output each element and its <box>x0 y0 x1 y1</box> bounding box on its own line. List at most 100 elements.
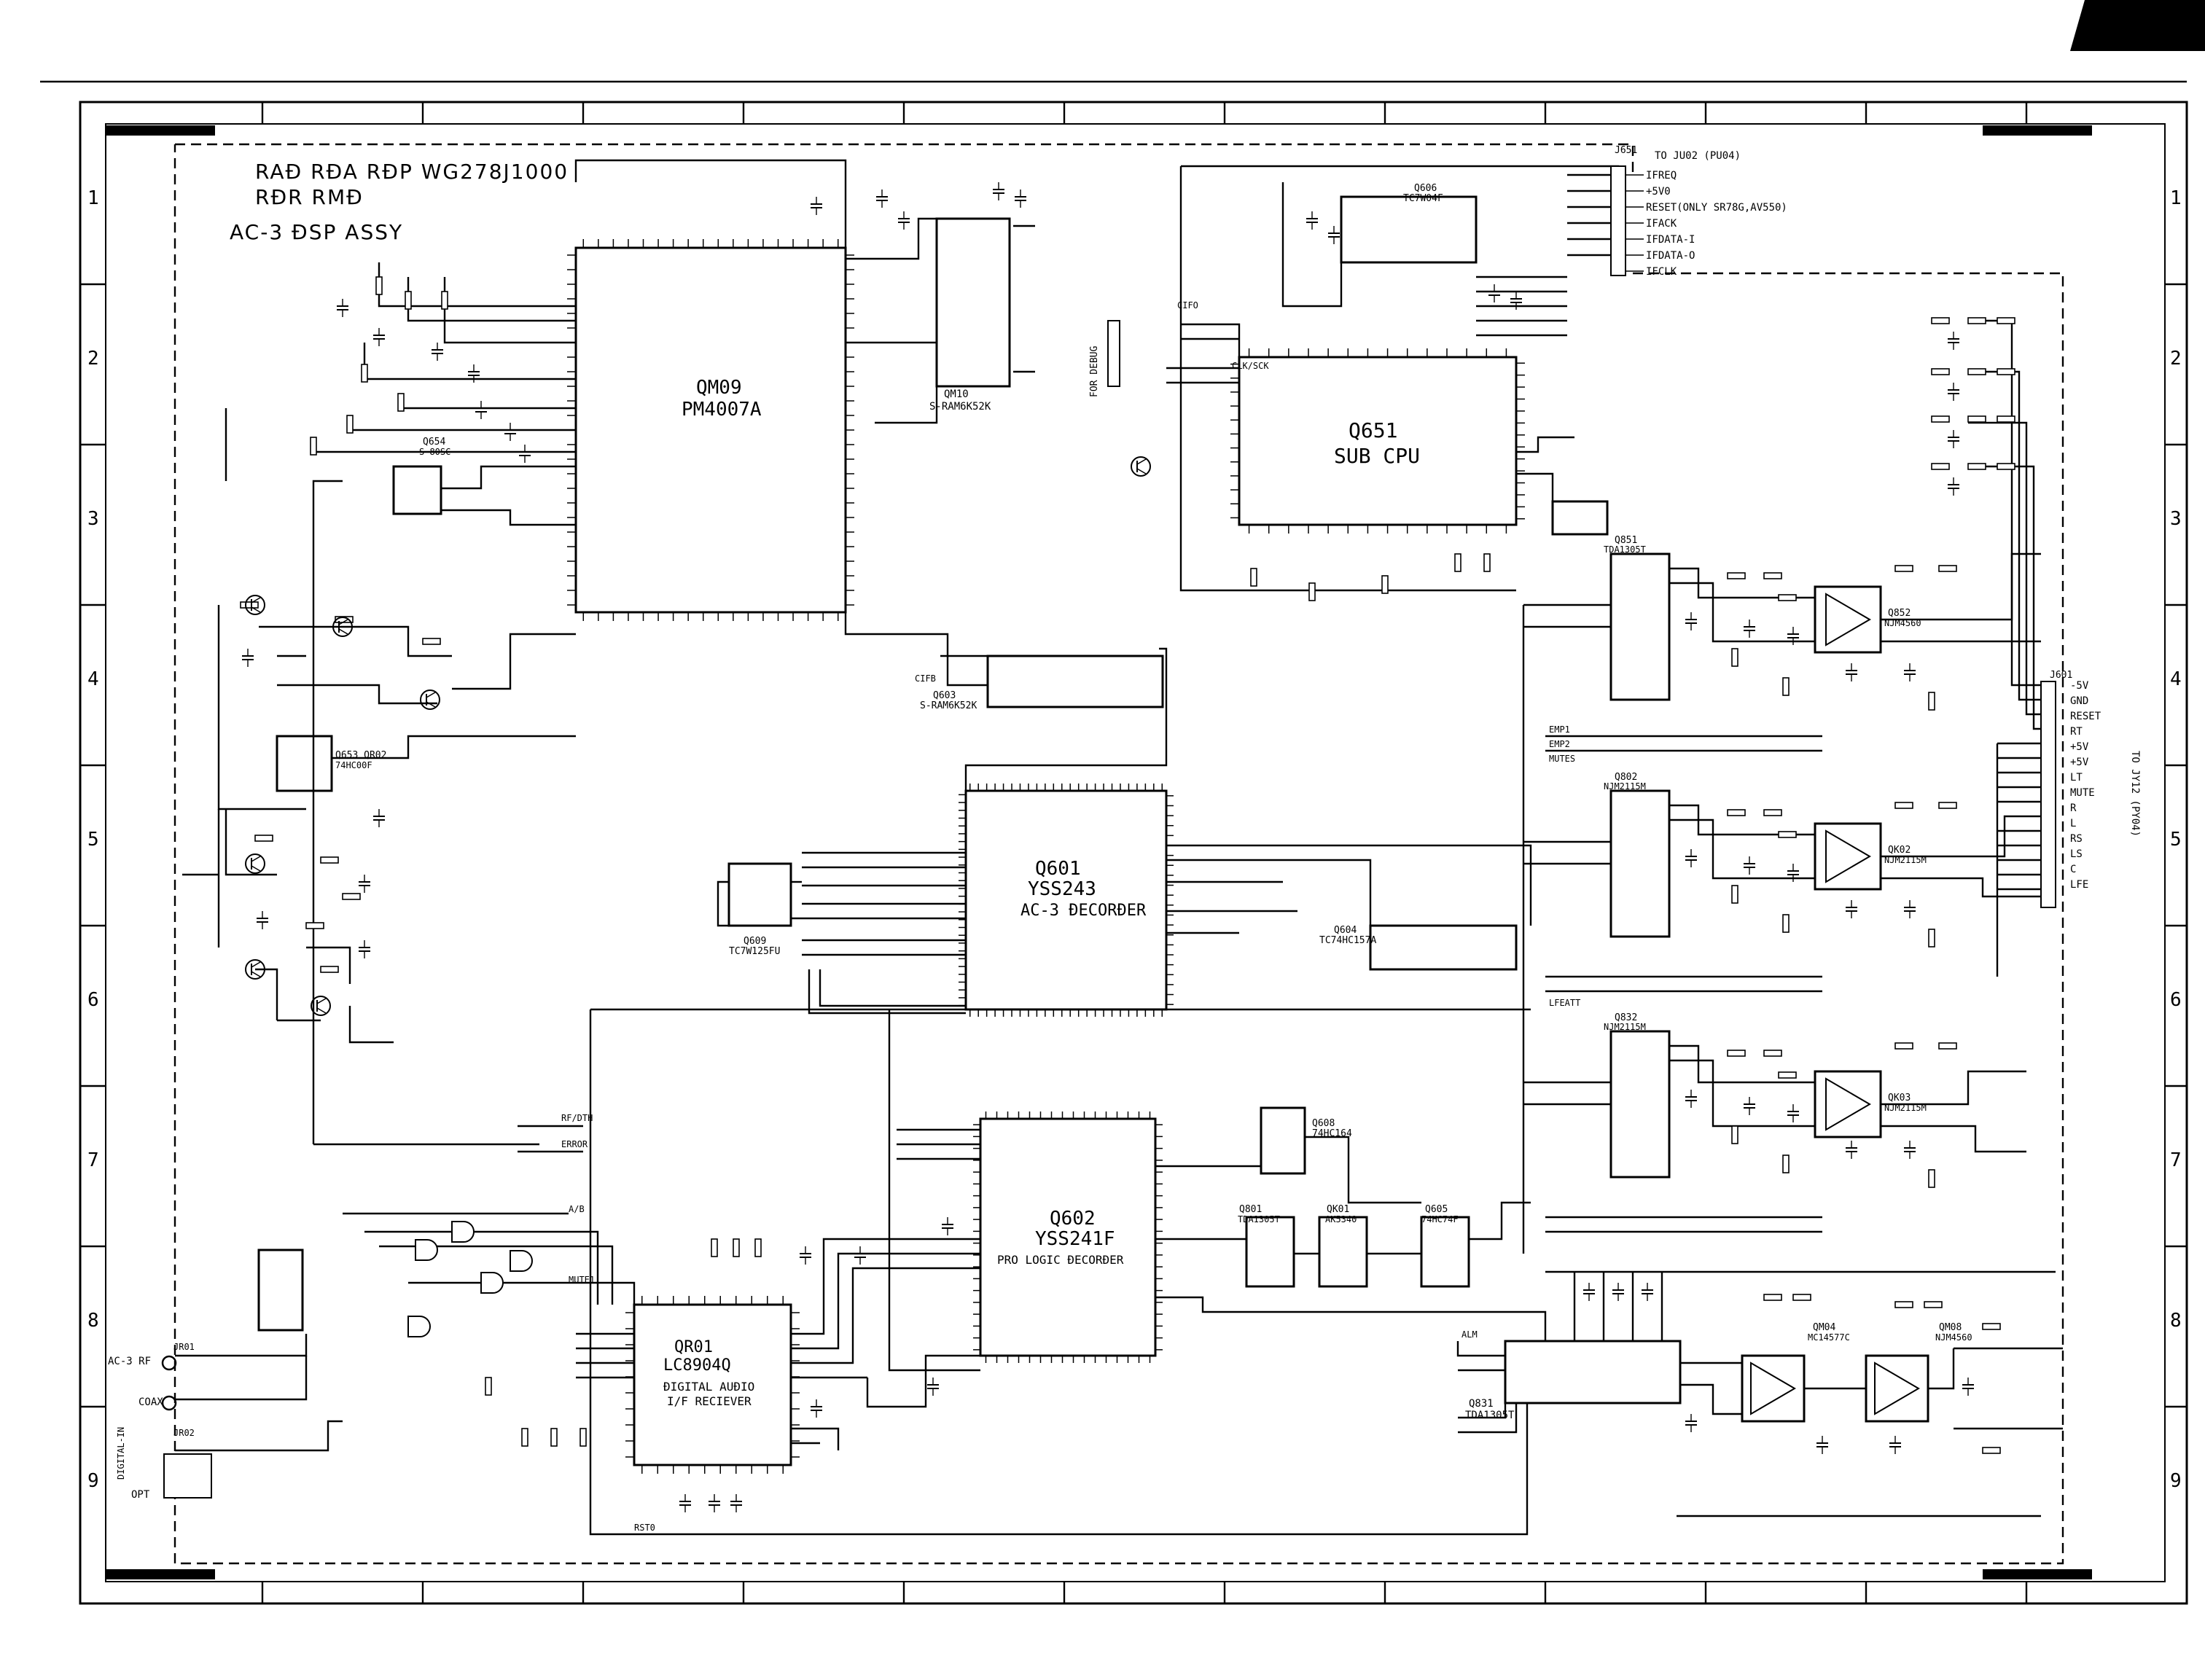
pin-label: LS <box>2070 848 2083 860</box>
row-label: 9 <box>2170 1470 2182 1492</box>
signal-label: EMP1 <box>1549 724 1570 735</box>
ic-qm09: QM09 PM4007A <box>574 246 847 614</box>
row-label: 8 <box>2170 1310 2182 1332</box>
ic-part: TC7W04F <box>1403 193 1443 204</box>
ic-qm04: Q653 QR02 74HC00F <box>276 735 386 792</box>
ic-q654 <box>1551 500 1609 536</box>
ic-ref: Q654 <box>423 437 445 448</box>
ic-ref: QM08 <box>1939 1322 1962 1333</box>
ic-qk01: Q831 TDA1305T <box>1465 1340 1682 1421</box>
ic-q606: Q608 74HC164 <box>1260 1106 1352 1175</box>
rca-jack-icon <box>161 1355 177 1371</box>
ic-part: AK5340 <box>1325 1214 1357 1224</box>
pin-label: GND <box>2070 695 2088 707</box>
ic-ref: QM10 <box>944 388 969 400</box>
pin-label: R <box>2070 802 2077 814</box>
ic-q651: Q651 SUB CPU <box>1238 356 1518 526</box>
row-label: 5 <box>2170 829 2182 851</box>
ic-sub: AC-3 ÐECORÐER <box>1020 902 1147 920</box>
pin-label: RESET(ONLY SR78G,AV550) <box>1646 202 1787 214</box>
ic-ref: Q851 <box>1615 535 1637 546</box>
frame-mark-tl <box>106 125 215 136</box>
row-label: 3 <box>2170 508 2182 530</box>
row-labels-right: 1 2 3 4 5 6 7 8 9 <box>2170 187 2182 1492</box>
connector-ref: J601 <box>2050 670 2072 681</box>
passive-components <box>240 182 2015 1512</box>
ic-ref: QR01 <box>674 1338 713 1356</box>
inner-frame <box>105 123 2166 1582</box>
board-outline <box>173 144 2064 1565</box>
row-label: 2 <box>2170 348 2182 370</box>
row-label: 9 <box>87 1470 99 1492</box>
row-label: 2 <box>87 348 99 370</box>
digital-in-label: DIGITAL-IN <box>116 1427 126 1480</box>
pin-label: LFE <box>2070 879 2088 891</box>
ic-q852: QK03 NJM2115M <box>1814 1070 1927 1138</box>
optical-receiver-icon <box>163 1453 212 1499</box>
grid-ticks <box>80 102 2187 1603</box>
input-label: OPT <box>131 1489 150 1501</box>
signal-label: EMP2 <box>1549 739 1570 749</box>
signal-label: LFEATT <box>1549 998 1580 1008</box>
connector-j651: J651 TO JU02 (PU04) IFREQ +5V0 RESET(ONL… <box>1610 145 1787 278</box>
ic-sub2: I/F RECIEVER <box>667 1394 752 1408</box>
signal-label: CLK/SCK <box>1232 361 1269 371</box>
ic-qr01: QR01 LC8904Q ÐIGITAL AUÐIO I/F RECIEVER <box>633 1303 792 1466</box>
row-label: 5 <box>87 829 99 851</box>
rca-jack-icon <box>161 1395 177 1411</box>
row-label: 1 <box>2170 187 2182 209</box>
ic-ref: QM09 <box>696 377 742 399</box>
input-label: COAX <box>138 1396 163 1408</box>
ic-part: YSS241F <box>1035 1228 1115 1250</box>
ic-part: TDA1305T <box>1604 544 1646 555</box>
ic-ref: Q605 <box>1425 1204 1448 1215</box>
q601-pin-stubs <box>959 784 1174 1017</box>
ic-part: NJM2115M <box>1884 855 1927 865</box>
ic-ref: Q608 <box>1312 1118 1335 1129</box>
ic-part: SUB CPU <box>1334 444 1420 468</box>
ic-q607: QK01 AK5340 <box>1318 1204 1368 1288</box>
pin-label: +5V <box>2070 757 2089 768</box>
ic-ref: Q604 <box>1334 925 1357 936</box>
pin-label: IFDATA-I <box>1646 234 1695 246</box>
debug-label: FOR DEBUG <box>1089 345 1100 397</box>
ic-ref: Q801 <box>1239 1204 1262 1215</box>
ic-qm08: Q654 S-80SC <box>392 437 450 515</box>
row-label: 6 <box>87 989 99 1011</box>
ic-part: S-RAM6K52K <box>929 401 991 413</box>
row-label: 7 <box>87 1149 99 1171</box>
ic-q605: Q605 74HC74F <box>1420 1204 1470 1288</box>
ic-ref: Q653 QR02 <box>335 750 386 761</box>
frame-mark-tr <box>1983 125 2092 136</box>
page-corner-tab <box>2070 0 2205 51</box>
pin-label: +5V0 <box>1646 186 1671 198</box>
pin-label: IFDATA-O <box>1646 250 1695 262</box>
signal-label: MUTES <box>1549 754 1575 764</box>
model-list: RAÐ RÐA RÐP WG278J1000 <box>255 160 569 184</box>
ic-q831: Q802 NJM2115M <box>1604 772 1671 938</box>
pin-label: IFACK <box>1646 218 1677 230</box>
jack-ref: JR01 <box>173 1342 195 1352</box>
ic-q604: Q604 TC74HC157A <box>1319 924 1518 971</box>
ic-part: LC8904Q <box>663 1356 731 1375</box>
ic-ref: Q602 <box>1050 1208 1096 1230</box>
row-label: 8 <box>87 1310 99 1332</box>
frame-mark-bl <box>106 1569 215 1579</box>
ic-sub: ÐIGITAL AUÐIO <box>663 1380 754 1394</box>
frame-mark-br <box>1983 1569 2092 1579</box>
ic-ref: Q606 <box>1414 183 1437 194</box>
signal-label: ERROR <box>561 1139 588 1149</box>
ic-q601: Q601 YSS243 AC-3 ÐECORÐER <box>964 789 1168 1011</box>
row-label: 1 <box>87 187 99 209</box>
ic-part: 74HC00F <box>335 760 372 770</box>
ic-ref: QM04 <box>1813 1322 1835 1333</box>
row-label: 4 <box>2170 668 2182 690</box>
ic-part: TC7W125FU <box>729 946 780 957</box>
ic-q609: Q609 TC7W125FU <box>727 862 792 957</box>
ic-ref: QK01 <box>1327 1204 1349 1215</box>
wiring <box>175 159 2063 1536</box>
ic-ref: Q802 <box>1615 772 1637 783</box>
signal-label: RST0 <box>634 1523 655 1533</box>
connector-dest: TO JY12 (PY04) <box>2129 751 2141 837</box>
